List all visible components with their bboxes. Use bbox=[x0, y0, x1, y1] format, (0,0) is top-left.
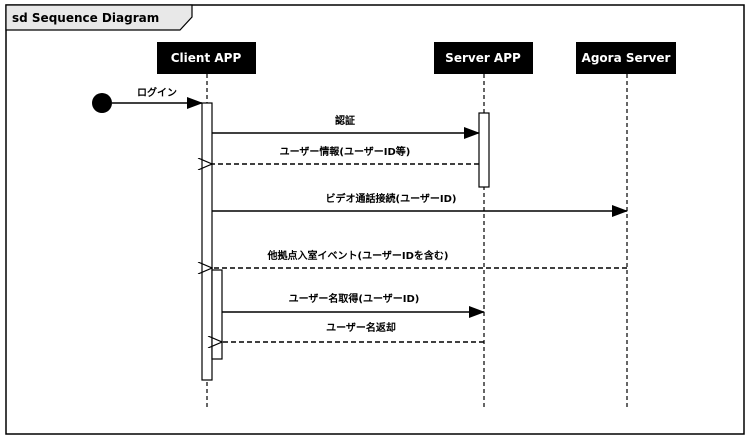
participant-server-label: Server APP bbox=[445, 51, 521, 65]
message-roomevent-label: 他拠点入室イベント(ユーザーIDを含む) bbox=[267, 249, 449, 262]
frame-title: sd Sequence Diagram bbox=[12, 11, 159, 25]
participant-client-label: Client APP bbox=[171, 51, 242, 65]
message-getname-label: ユーザー名取得(ユーザーID) bbox=[289, 292, 420, 305]
participant-server-box bbox=[434, 42, 533, 74]
frame-title-tab bbox=[5, 4, 193, 31]
message-auth-label: 認証 bbox=[335, 114, 355, 127]
activation-client bbox=[201, 102, 213, 381]
participant-agora-label: Agora Server bbox=[582, 51, 671, 65]
participant-agora-box bbox=[576, 42, 676, 74]
message-userinfo-label: ユーザー情報(ユーザーID等) bbox=[280, 145, 411, 158]
diagram-frame bbox=[5, 4, 745, 435]
participant-client-box bbox=[157, 42, 256, 74]
message-videocall-label: ビデオ通話接続(ユーザーID) bbox=[326, 192, 457, 205]
initial-node bbox=[92, 93, 112, 113]
activation-server bbox=[478, 112, 490, 188]
message-returnname-label: ユーザー名返却 bbox=[326, 321, 396, 334]
activation-client-nested bbox=[211, 269, 223, 360]
message-login-label: ログイン bbox=[137, 86, 177, 99]
